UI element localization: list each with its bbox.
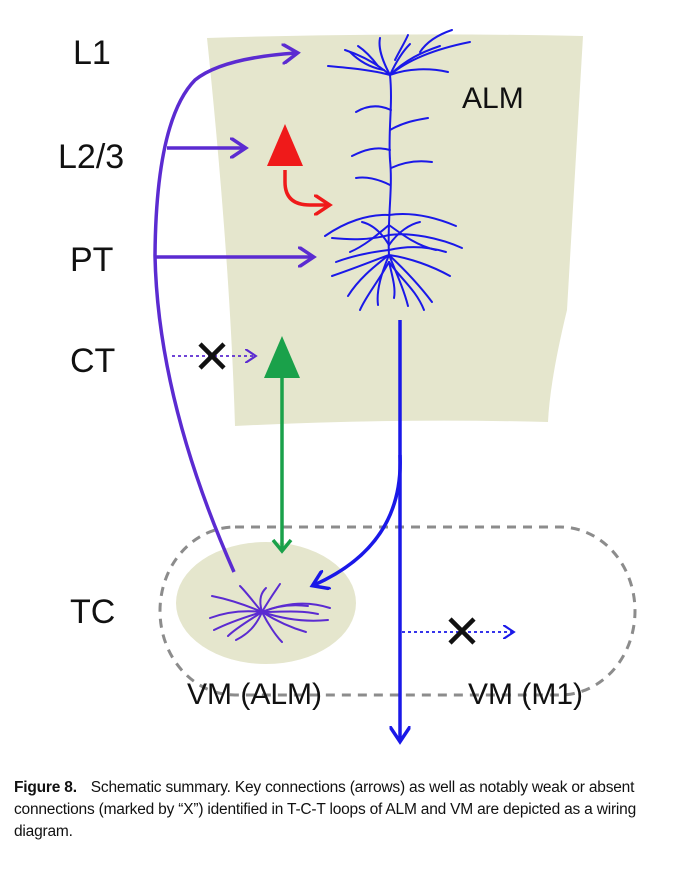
label-alm: ALM xyxy=(462,82,524,115)
ct-vm-arrowhead xyxy=(271,538,293,554)
caption-text: Schematic summary. Key connections (arro… xyxy=(14,779,636,840)
label-l1: L1 xyxy=(73,34,111,72)
l23-to-pt-arrow xyxy=(283,170,328,205)
absent-connection-x-ct xyxy=(198,342,226,370)
figure-label: Figure 8. xyxy=(14,779,77,796)
label-pt: PT xyxy=(70,241,113,279)
tc-neuron xyxy=(209,583,331,643)
vm-alm-nucleus xyxy=(176,542,356,664)
pt-neuron xyxy=(324,29,471,311)
ct-neuron-triangle xyxy=(264,336,300,378)
pt-to-vm-alm-arrow xyxy=(314,454,402,585)
label-tc: TC xyxy=(70,593,115,631)
label-l23: L2/3 xyxy=(58,138,124,176)
label-vm-alm: VM (ALM) xyxy=(187,678,322,711)
label-ct: CT xyxy=(70,342,115,380)
l23-neuron-triangle xyxy=(267,124,303,166)
tc-axon-trunk xyxy=(153,53,296,573)
label-vm-m1: VM (M1) xyxy=(468,678,583,711)
absent-connection-x-m1 xyxy=(448,617,476,645)
figure-caption: Figure 8.Schematic summary. Key connecti… xyxy=(14,777,686,843)
